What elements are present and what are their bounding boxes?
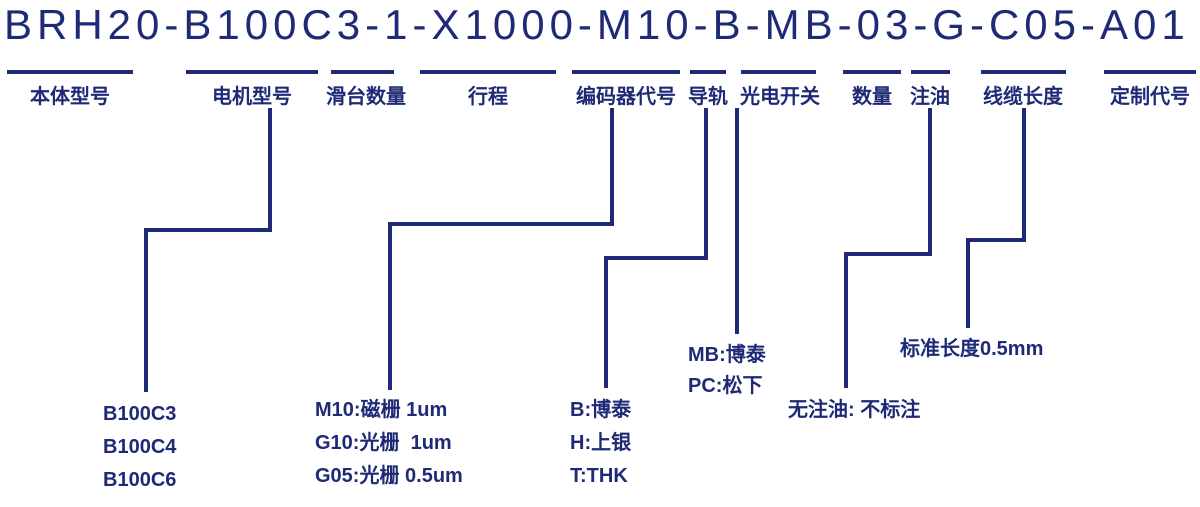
note-line: B:博泰 [570,399,632,421]
notes-rail: B:博泰 H:上银 T:THK [570,394,631,493]
note-line: 无注油: 不标注 [788,399,921,421]
label-cable-length: 线缆长度 [983,86,1063,108]
model-code: BRH20-B100C3-1-X1000-M10-B-MB-03-G-C05-A… [4,1,1190,48]
note-line: 标准长度0.5mm [900,338,1044,360]
label-quantity: 数量 [852,86,892,108]
label-motor: 电机型号 [212,86,292,108]
label-body: 本体型号 [30,86,110,108]
notes-cable-length: 标准长度0.5mm [900,333,1043,366]
note-line: B100C4 [103,436,177,458]
label-stroke: 行程 [468,86,508,108]
connector-encoder [388,108,614,390]
notes-motor: B100C3 B100C4 B100C6 [103,398,176,497]
note-line: B100C6 [103,469,177,491]
note-line: T:THK [570,465,628,487]
notes-encoder: M10:磁栅 1um G10:光栅 1um G05:光栅 0.5um [315,394,463,493]
note-line: MB:博泰 [688,344,766,366]
label-photo-switch: 光电开关 [740,86,820,108]
note-line: B100C3 [103,403,177,425]
connector-motor [144,108,272,392]
connector-cable-length [966,108,1026,328]
note-line: G05:光栅 0.5um [315,465,463,487]
connector-lubrication [844,108,932,388]
note-line: H:上银 [570,432,632,454]
note-line: M10:磁栅 1um [315,399,448,421]
label-rail: 导轨 [688,86,728,108]
label-lubrication: 注油 [910,86,950,108]
notes-photo-switch: MB:博泰 PC:松下 [688,340,766,402]
label-slider-count: 滑台数量 [326,86,406,108]
label-custom-code: 定制代号 [1110,86,1190,108]
label-encoder: 编码器代号 [576,86,676,108]
notes-lubrication: 无注油: 不标注 [788,394,920,427]
connector-rail [604,108,708,388]
note-line: G10:光栅 1um [315,432,452,454]
note-line: PC:松下 [688,375,763,397]
